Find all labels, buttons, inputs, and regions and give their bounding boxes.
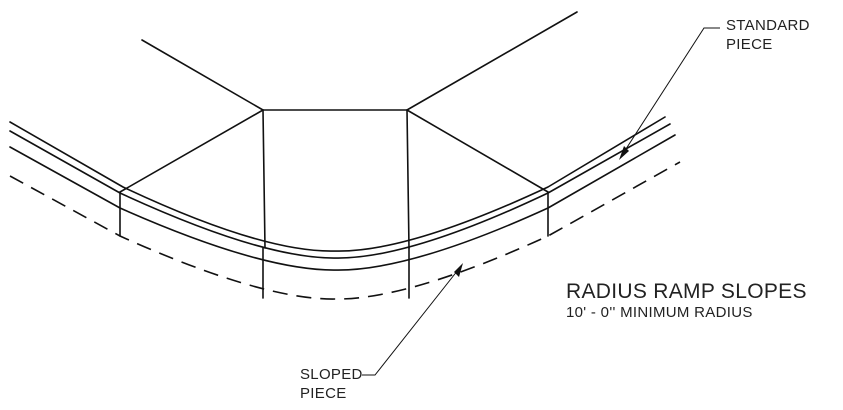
sloped-piece-label: SLOPED PIECE	[300, 365, 363, 403]
diagram-title-block: RADIUS RAMP SLOPES 10' - 0'' MINIMUM RAD…	[566, 280, 807, 322]
transition-line-right	[406, 109, 549, 193]
sloped-piece-arrowhead	[454, 263, 463, 277]
transition-line-left	[119, 109, 264, 193]
center-seam-right	[406, 109, 410, 249]
deck-right-edge	[406, 11, 578, 111]
coping-line-inner	[9, 134, 676, 271]
diagram-title: RADIUS RAMP SLOPES	[566, 280, 807, 303]
standard-piece-leader	[623, 27, 720, 153]
coping-line-middle	[9, 123, 671, 259]
center-seam-left	[262, 109, 266, 249]
ramp-bottom-edge-dashed	[9, 161, 681, 300]
sloped-piece-leader	[362, 269, 459, 376]
standard-piece-arrowhead	[619, 146, 629, 160]
standard-piece-label-line1: STANDARD	[726, 17, 810, 34]
sloped-piece-label-line1: SLOPED	[300, 366, 363, 383]
standard-piece-label: STANDARD PIECE	[726, 16, 810, 54]
diagram-subtitle: 10' - 0'' MINIMUM RADIUS	[566, 304, 753, 321]
standard-piece-label-line2: PIECE	[726, 36, 773, 53]
coping-line-outer	[9, 116, 666, 252]
deck-left-edge	[141, 39, 264, 111]
sloped-piece-label-line2: PIECE	[300, 385, 347, 402]
